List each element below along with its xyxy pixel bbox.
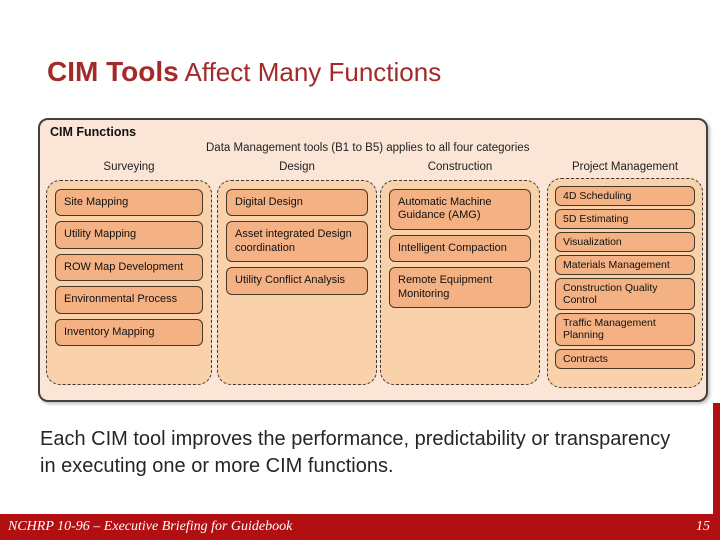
item-inventory-mapping: Inventory Mapping — [55, 318, 203, 347]
item-construction-quality-control: Construction Quality Control — [555, 278, 695, 311]
group-design: Digital Design Asset integrated Design c… — [217, 180, 377, 385]
slide-title: CIM Tools Affect Many Functions — [47, 56, 441, 88]
item-automatic-machine-guidance: Automatic Machine Guidance (AMG) — [389, 189, 531, 230]
item-4d-scheduling: 4D Scheduling — [555, 186, 695, 207]
column-label-surveying: Surveying — [103, 161, 155, 173]
slide-title-emphasis: CIM Tools — [47, 56, 179, 87]
item-asset-integrated-design-coordination: Asset integrated Design coordination — [226, 221, 368, 263]
item-5d-estimating: 5D Estimating — [555, 209, 695, 230]
body-text: Each CIM tool improves the performance, … — [40, 428, 671, 477]
group-surveying: Site Mapping Utility Mapping ROW Map Dev… — [46, 180, 212, 385]
item-materials-management: Materials Management — [555, 255, 695, 276]
footer-page-number: 15 — [696, 519, 710, 534]
item-digital-design: Digital Design — [226, 189, 368, 217]
item-contracts: Contracts — [555, 348, 695, 369]
item-utility-conflict-analysis: Utility Conflict Analysis — [226, 267, 368, 295]
item-site-mapping: Site Mapping — [55, 189, 203, 217]
footer-bar: NCHRP 10-96 – Executive Briefing for Gui… — [0, 514, 720, 540]
panel-subtitle: Data Management tools (B1 to B5) applies… — [206, 142, 530, 154]
group-project-management: 4D Scheduling 5D Estimating Visualizatio… — [547, 178, 703, 388]
item-utility-mapping: Utility Mapping — [55, 221, 203, 249]
column-label-design: Design — [279, 161, 315, 173]
group-construction: Automatic Machine Guidance (AMG) Intelli… — [380, 180, 540, 385]
item-intelligent-compaction: Intelligent Compaction — [389, 234, 531, 263]
item-row-map-development: ROW Map Development — [55, 253, 203, 282]
slide-title-rest: Affect Many Functions — [178, 57, 442, 87]
item-remote-equipment-monitoring: Remote Equipment Monitoring — [389, 267, 531, 309]
item-traffic-management-planning: Traffic Management Planning — [555, 313, 695, 346]
item-visualization: Visualization — [555, 232, 695, 253]
item-environmental-process: Environmental Process — [55, 286, 203, 314]
right-accent-stripe — [713, 403, 720, 540]
cim-functions-panel: CIM Functions Data Management tools (B1 … — [38, 118, 708, 402]
column-label-project-management: Project Management — [571, 161, 679, 173]
footer-title: NCHRP 10-96 – Executive Briefing for Gui… — [8, 519, 293, 534]
column-label-construction: Construction — [427, 161, 493, 173]
panel-header: CIM Functions — [50, 125, 137, 139]
